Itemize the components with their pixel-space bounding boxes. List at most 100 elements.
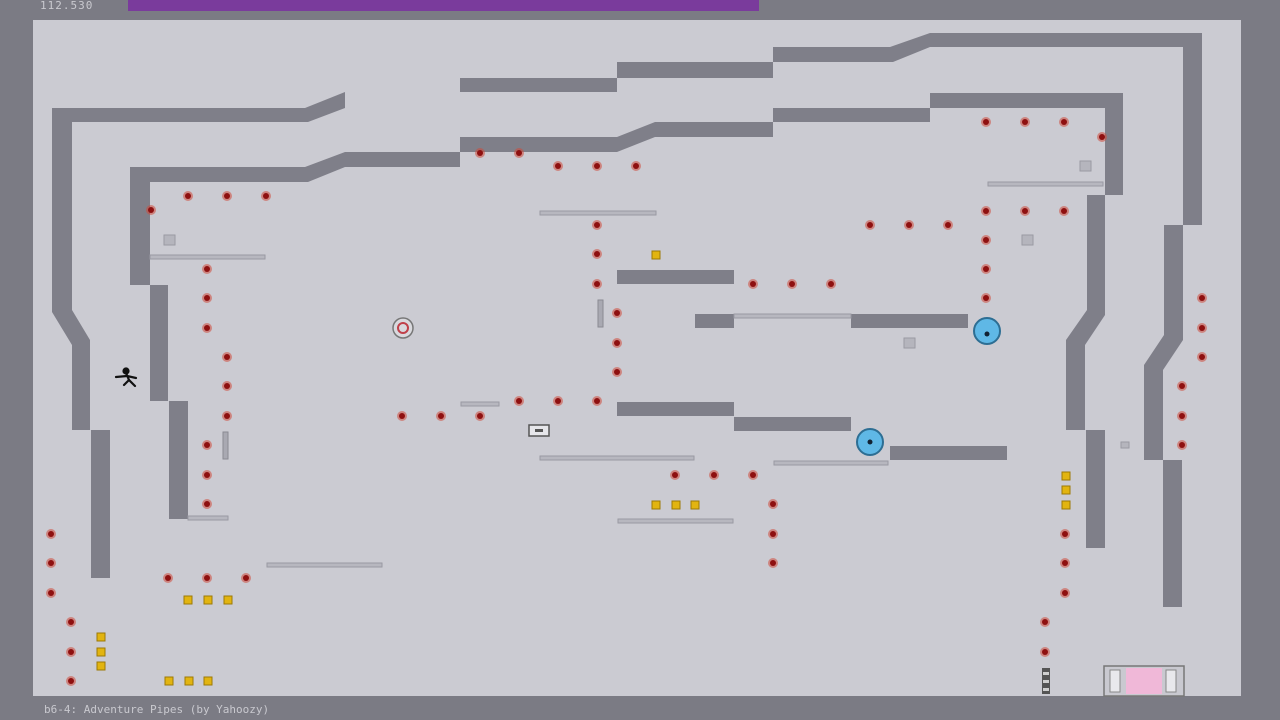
mine-icon — [1177, 381, 1187, 391]
mine-icon — [1097, 132, 1107, 142]
one-way-platform — [187, 515, 229, 521]
door-icon — [597, 299, 604, 328]
mine-icon — [514, 148, 524, 158]
mine-icon — [1040, 617, 1050, 627]
door-switch-icon — [1079, 160, 1092, 172]
zap-drone-icon — [973, 317, 1001, 345]
mine-icon — [46, 558, 56, 568]
wall-segment — [695, 314, 734, 328]
level-walls — [52, 33, 1202, 607]
wall-segment — [890, 446, 1007, 460]
mine-icon — [670, 470, 680, 480]
mine-icon — [904, 220, 914, 230]
gold-icon — [651, 500, 661, 510]
mine-icon — [46, 588, 56, 598]
mine-icon — [768, 558, 778, 568]
one-way-platform — [617, 518, 734, 524]
gold-icon — [203, 595, 213, 605]
mine-icon — [592, 249, 602, 259]
gold-icon — [223, 595, 233, 605]
mine-icon — [612, 308, 622, 318]
gold-icon — [96, 661, 106, 671]
mine-icon — [66, 617, 76, 627]
mine-icon — [981, 206, 991, 216]
gold-icon — [183, 595, 193, 605]
exit-switch-icon — [528, 424, 550, 437]
mine-icon — [1197, 323, 1207, 333]
mine-icon — [202, 470, 212, 480]
mine-icon — [46, 529, 56, 539]
mine-icon — [183, 191, 193, 201]
time-bar-fill — [128, 0, 759, 11]
mine-icon — [475, 411, 485, 421]
mines — [46, 117, 1207, 686]
one-way-platform — [733, 313, 852, 319]
mine-icon — [222, 352, 232, 362]
mine-icon — [146, 205, 156, 215]
mine-icon — [592, 161, 602, 171]
timer-readout: 112.530 — [40, 0, 94, 12]
mine-icon — [202, 440, 212, 450]
wall-segment — [169, 401, 188, 519]
mine-icon — [1197, 293, 1207, 303]
mine-icon — [592, 279, 602, 289]
mine-icon — [612, 367, 622, 377]
mine-icon — [436, 411, 446, 421]
mine-icon — [981, 293, 991, 303]
doors — [222, 299, 604, 460]
mine-icon — [202, 499, 212, 509]
gold-icon — [184, 676, 194, 686]
gold-icon — [203, 676, 213, 686]
mine-icon — [768, 499, 778, 509]
mine-icon — [826, 279, 836, 289]
time-bar — [128, 0, 1278, 11]
wall-segment — [1163, 460, 1182, 607]
mine-icon — [261, 191, 271, 201]
gold-icon — [651, 250, 661, 260]
gold-icon — [96, 647, 106, 657]
mine-icon — [66, 676, 76, 686]
mine-icon — [943, 220, 953, 230]
mine-icon — [202, 573, 212, 583]
gold-icon — [1061, 500, 1071, 510]
floorguard-icon — [392, 317, 414, 339]
mine-icon — [1020, 117, 1030, 127]
mine-icon — [1197, 352, 1207, 362]
level-title: b6-4: Adventure Pipes (by Yahoozy) — [44, 703, 270, 716]
mine-icon — [1059, 206, 1069, 216]
exit-door-icon — [1103, 665, 1185, 697]
launch-pad-icon — [1120, 441, 1130, 449]
mine-icon — [1020, 206, 1030, 216]
wall-segment — [1086, 430, 1105, 548]
gold-icon — [1061, 485, 1071, 495]
mine-icon — [553, 396, 563, 406]
mine-icon — [612, 338, 622, 348]
mine-icon — [768, 529, 778, 539]
mine-icon — [981, 264, 991, 274]
mine-icon — [1177, 411, 1187, 421]
rocket-turret-icon — [1042, 668, 1050, 694]
one-way-platform — [539, 210, 657, 216]
one-way-platform — [539, 455, 695, 461]
gold-icon — [690, 500, 700, 510]
one-way-platform — [987, 181, 1104, 187]
one-way-platform — [773, 460, 889, 466]
mine-icon — [1177, 440, 1187, 450]
mine-icon — [981, 117, 991, 127]
mine-icon — [241, 573, 251, 583]
mine-icon — [1060, 529, 1070, 539]
switches — [163, 160, 1130, 449]
one-way-platform — [266, 562, 383, 568]
mine-icon — [865, 220, 875, 230]
zap-drone-icon — [856, 428, 884, 456]
gold-icon — [96, 632, 106, 642]
wall-segment — [52, 33, 1202, 430]
mine-icon — [981, 235, 991, 245]
mine-icon — [202, 293, 212, 303]
wall-segment — [150, 285, 168, 401]
mine-icon — [748, 279, 758, 289]
mine-icon — [631, 161, 641, 171]
gold-pieces — [96, 250, 1071, 686]
gold-icon — [1061, 471, 1071, 481]
